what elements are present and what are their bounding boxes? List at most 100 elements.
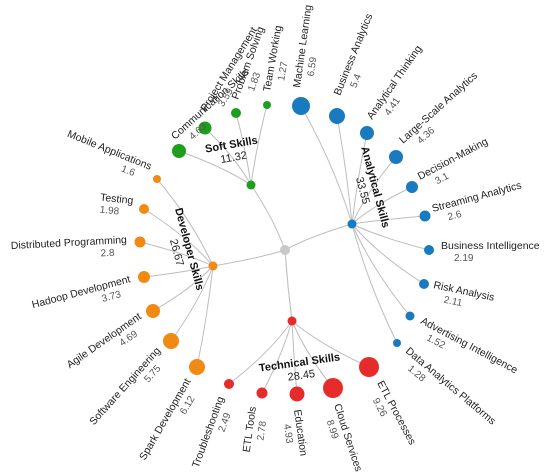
- link-software-engineering: [170, 265, 214, 342]
- link-advertising-intelligence: [351, 223, 411, 317]
- link-business-intelligence: [351, 223, 430, 251]
- soft-hub-link: [250, 184, 286, 251]
- node-streaming-analytics: [419, 210, 431, 222]
- link-large-scale-analytics: [351, 156, 397, 225]
- leaf-name-risk-analysis: Risk Analysis: [432, 279, 495, 304]
- developer-hub-link: [212, 249, 286, 267]
- leaf-value-streaming-analytics: 2.6: [447, 209, 464, 223]
- leaf-value-distributed-programming: 2.8: [100, 248, 115, 260]
- link-decision-making: [351, 186, 413, 225]
- node-large-scale-analytics: [389, 150, 403, 164]
- node-business-intelligence: [424, 245, 434, 255]
- leaf-value-etl-tools: 2.78: [255, 420, 269, 441]
- leaf-value-hadoop-development: 3.73: [101, 289, 123, 305]
- node-decision-making: [406, 181, 418, 193]
- link-etl-tools: [261, 320, 293, 394]
- leaf-value-business-intelligence: 2.19: [454, 253, 474, 264]
- link-machine-learning: [300, 105, 353, 225]
- leaf-value-testing: 1.98: [99, 205, 120, 218]
- node-testing: [139, 204, 149, 214]
- leaf-value-mobile-applications: 1.6: [119, 164, 136, 180]
- leaf-name-mobile-applications: Mobile Applications: [66, 128, 154, 173]
- soft-group-value: 11.32: [220, 150, 248, 166]
- node-analytical-thinking: [360, 126, 374, 140]
- leaf-value-team-working: 1.27: [276, 60, 290, 82]
- node-education: [289, 386, 305, 402]
- leaf-value-education: 4.93: [281, 423, 295, 444]
- link-troubleshooting: [228, 320, 293, 385]
- link-project-management: [204, 127, 252, 186]
- leaf-name-streaming-analytics: Streaming Analytics: [431, 179, 523, 214]
- link-distributed-programming: [139, 241, 214, 267]
- node-data-analytics-platforms: [393, 339, 401, 347]
- technical-group-value: 28.45: [287, 368, 316, 384]
- node-software-engineering: [163, 333, 179, 349]
- link-problem-solving: [235, 112, 252, 186]
- root-node: [280, 245, 290, 255]
- link-business-analytics: [336, 115, 353, 225]
- link-streaming-analytics: [351, 215, 426, 225]
- link-spark-development: [196, 265, 214, 368]
- link-agile-development: [152, 265, 214, 312]
- link-testing: [143, 208, 214, 267]
- link-team-working: [250, 104, 268, 186]
- node-agile-development: [146, 304, 160, 318]
- nodes-layer: [134, 97, 434, 402]
- link-communication-skills: [178, 150, 252, 186]
- node-troubleshooting: [224, 379, 234, 389]
- node-cloud-services: [323, 378, 343, 398]
- node-team-working: [263, 101, 271, 109]
- link-hadoop-development: [143, 265, 214, 278]
- analytical-hub-link: [284, 223, 353, 251]
- node-risk-analysis: [419, 279, 429, 289]
- leaf-name-large-scale-analytics: Large-Scale Analytics: [397, 70, 480, 146]
- link-analytical-thinking: [351, 132, 368, 225]
- link-etl-processes: [291, 320, 370, 368]
- leaf-name-testing: Testing: [100, 192, 135, 207]
- node-distributed-programming: [134, 236, 146, 248]
- node-project-management: [198, 121, 212, 135]
- leaf-value-machine-learning: 6.59: [306, 56, 320, 77]
- node-communication-skills: [172, 144, 186, 158]
- node-machine-learning: [292, 97, 310, 115]
- technical-hub-node: [287, 316, 297, 326]
- link-data-analytics-platforms: [351, 223, 398, 344]
- node-spark-development: [189, 359, 205, 375]
- analytical-hub-node: [347, 219, 357, 229]
- leaf-name-business-intelligence: Business Intelligence: [441, 240, 540, 252]
- leaf-name-spark-development: Spark Development: [137, 376, 194, 462]
- link-mobile-applications: [156, 178, 214, 267]
- link-risk-analysis: [351, 223, 425, 285]
- node-etl-processes: [359, 357, 379, 377]
- developer-hub-node: [208, 261, 218, 271]
- node-advertising-intelligence: [405, 311, 415, 321]
- leaf-value-business-analytics: 5.4: [349, 72, 365, 89]
- links-layer: [139, 104, 430, 395]
- soft-hub-node: [246, 180, 256, 190]
- node-problem-solving: [231, 108, 241, 118]
- leaf-value-risk-analysis: 2.11: [443, 295, 464, 310]
- node-hadoop-development: [138, 271, 150, 283]
- node-etl-tools: [256, 387, 268, 399]
- leaf-name-software-engineering: Software Engineering: [87, 345, 163, 428]
- node-mobile-applications: [153, 175, 161, 183]
